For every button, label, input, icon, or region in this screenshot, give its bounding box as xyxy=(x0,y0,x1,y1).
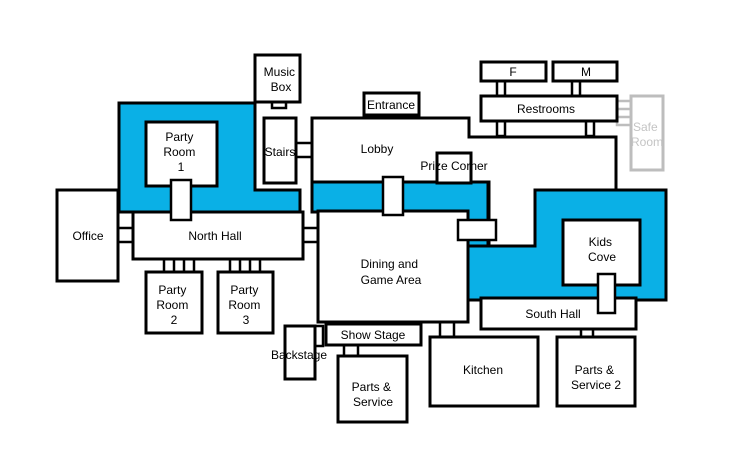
label-music-box: Music Box xyxy=(264,65,299,94)
door-partyroom1-northhall xyxy=(169,178,193,222)
room-safe-room[interactable] xyxy=(629,94,665,172)
label-office: Office xyxy=(72,229,103,243)
room-music-box[interactable] xyxy=(253,53,302,104)
label-kids-cove: Kids Cove xyxy=(588,235,616,264)
room-backstage[interactable] xyxy=(283,324,317,381)
room-prize-corner[interactable] xyxy=(435,151,473,185)
room-parts-service[interactable] xyxy=(336,354,409,424)
label-party-room-2: Party Room 2 xyxy=(156,283,191,327)
label-parts-service-2: Parts & Service 2 xyxy=(571,363,621,392)
room-restroom-f[interactable] xyxy=(479,60,548,83)
label-lobby: Lobby xyxy=(361,142,394,156)
room-entrance[interactable] xyxy=(362,91,421,117)
label-parts-service: Parts & Service xyxy=(352,380,395,409)
room-stairs[interactable] xyxy=(262,116,298,185)
label-restroom-f: F xyxy=(509,65,516,79)
room-restroom-m[interactable] xyxy=(551,60,619,83)
door-dining-east xyxy=(456,218,498,242)
door-lobby-dining xyxy=(381,175,405,217)
label-restroom-m: M xyxy=(581,65,591,79)
room-kitchen[interactable] xyxy=(428,335,540,408)
room-party-room-1[interactable] xyxy=(144,120,219,188)
label-safe-room: Safe Room xyxy=(631,120,663,149)
room-dining-game-area[interactable] xyxy=(316,209,470,324)
label-kitchen: Kitchen xyxy=(463,363,503,377)
label-party-room-1: Party Room 1 xyxy=(163,130,198,174)
room-parts-service-2[interactable] xyxy=(555,335,637,408)
room-north-hall[interactable] xyxy=(131,210,305,261)
label-restrooms: Restrooms xyxy=(517,102,575,116)
room-restrooms[interactable] xyxy=(479,94,619,123)
door-stairs-lobby xyxy=(293,141,315,159)
label-prize-corner: Prize Corner xyxy=(420,159,487,173)
label-entrance: Entrance xyxy=(367,98,415,112)
label-north-hall: North Hall xyxy=(188,229,241,243)
door-kidscove-southhall xyxy=(596,272,617,315)
label-dining-game-area: Dining and Game Area xyxy=(361,257,422,287)
room-office[interactable] xyxy=(55,188,120,283)
label-backstage: Backstage xyxy=(271,348,327,362)
room-party-room-3[interactable] xyxy=(216,270,275,335)
label-party-room-3: Party Room 3 xyxy=(228,283,263,327)
label-south-hall: South Hall xyxy=(525,307,580,321)
label-show-stage: Show Stage xyxy=(341,328,406,342)
label-stairs: Stairs xyxy=(265,145,296,159)
room-show-stage[interactable] xyxy=(324,322,423,347)
room-party-room-2[interactable] xyxy=(144,270,204,335)
